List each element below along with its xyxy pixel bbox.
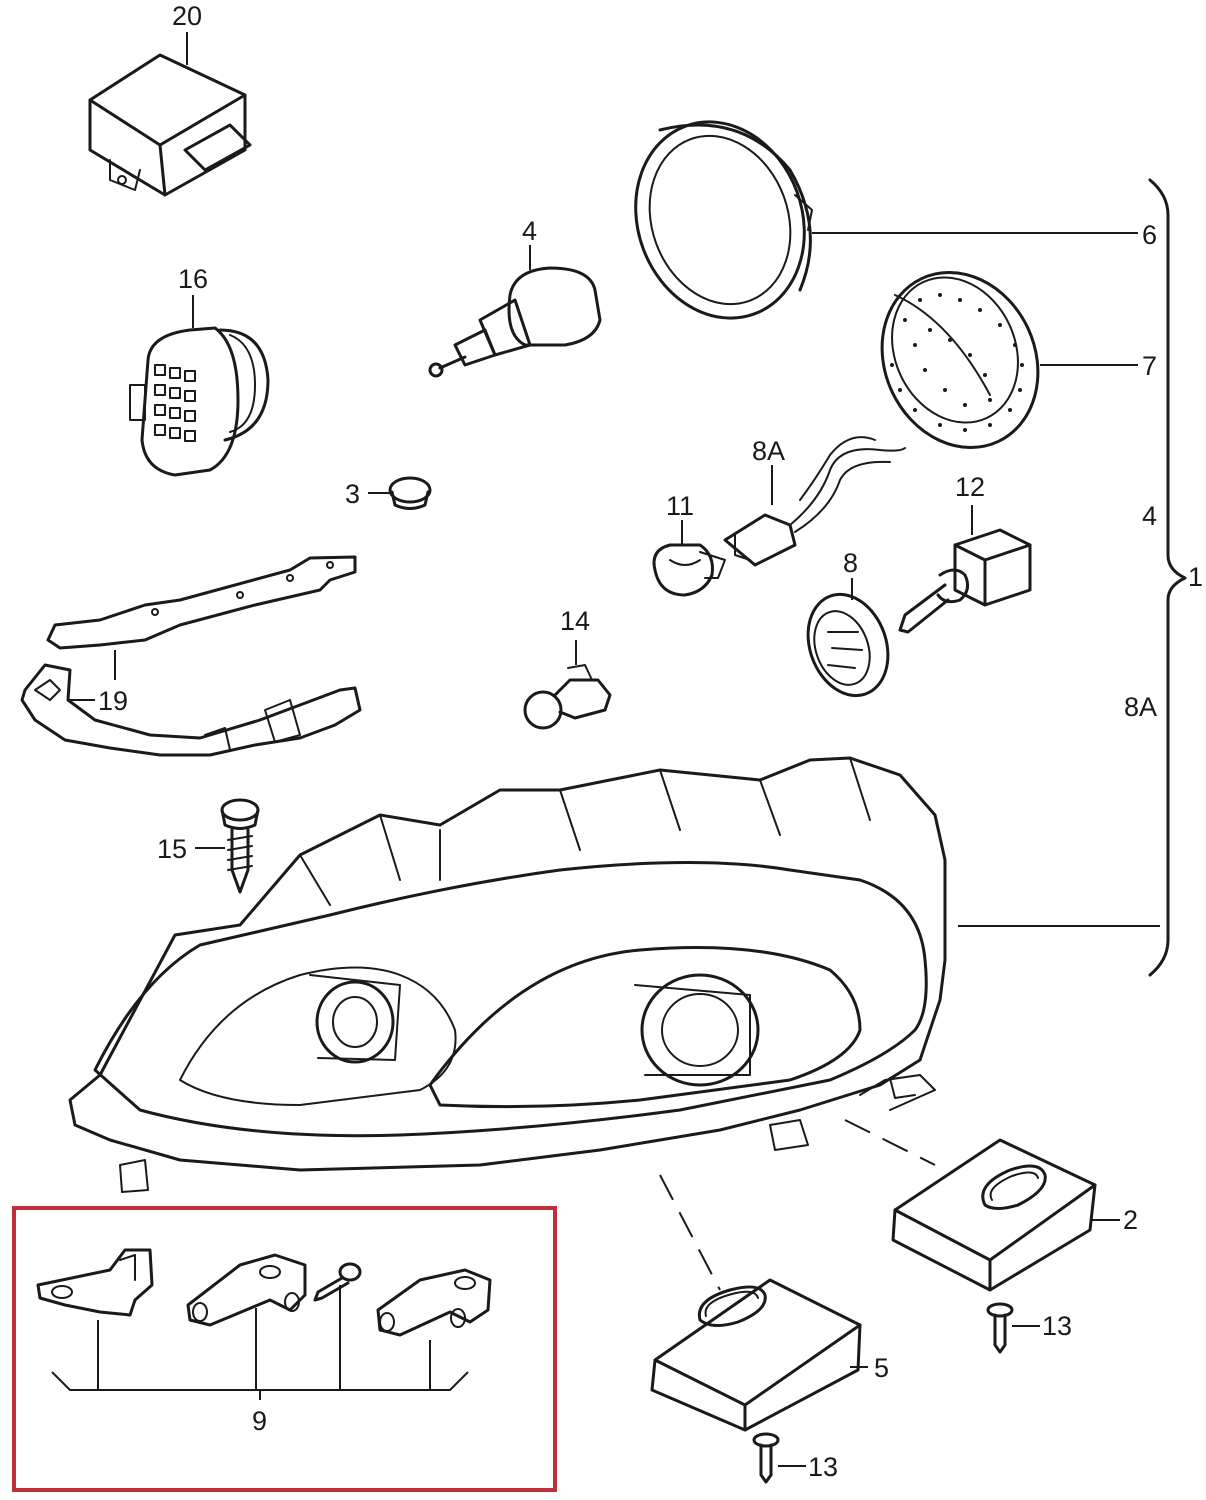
part-4-bulb [428, 245, 602, 378]
label-16: 16 [178, 264, 208, 294]
part-3-plug [368, 476, 432, 510]
label-4: 4 [522, 216, 537, 246]
label-20: 20 [172, 1, 202, 31]
label-4-side: 4 [1142, 501, 1157, 531]
part-8a-harness [723, 436, 906, 567]
part-14-bulb [523, 640, 612, 730]
part-2-ballast [891, 1138, 1120, 1354]
label-1: 1 [1188, 562, 1203, 592]
part-16-connector [129, 295, 270, 477]
part-9-screw [313, 1262, 362, 1302]
label-8a-top: 8A [752, 436, 785, 466]
label-19: 19 [98, 686, 128, 716]
dashed-leaders [659, 1119, 936, 1291]
part-7-dotted-ring [880, 270, 1138, 450]
part-11-wedge-bulb [652, 520, 726, 597]
part-9-bracket-b [186, 1253, 307, 1327]
label-11: 11 [666, 491, 694, 521]
headlight-housing [68, 756, 947, 1193]
label-9: 9 [252, 1406, 267, 1436]
label-6: 6 [1142, 220, 1157, 250]
label-7: 7 [1142, 351, 1157, 381]
part-15-screw [195, 798, 260, 894]
part-19-brackets [20, 555, 362, 757]
label-5: 5 [874, 1353, 889, 1383]
part-8-retaining-ring [806, 578, 890, 698]
label-14: 14 [560, 606, 590, 636]
group-bracket-1 [958, 178, 1187, 977]
part-labels: 20 16 4 6 7 3 8A 11 12 4 1 8 19 14 8A 15… [98, 1, 1203, 1482]
label-2: 2 [1123, 1205, 1138, 1235]
label-13-lower: 13 [808, 1452, 838, 1482]
label-8: 8 [843, 548, 858, 578]
part-6-ring [634, 120, 1138, 320]
label-12: 12 [955, 472, 985, 502]
part-5-ballast [650, 1278, 868, 1484]
label-13-upper: 13 [1042, 1311, 1072, 1341]
part-9-group-bracket [51, 1285, 469, 1400]
label-15: 15 [157, 834, 187, 864]
part-20-control-module [88, 32, 252, 197]
part-9-highlight-box [12, 1206, 557, 1492]
part-9-bracket-c [376, 1268, 492, 1337]
part-12-xenon-bulb [898, 505, 1032, 634]
label-3: 3 [345, 479, 360, 509]
label-8a-side: 8A [1124, 692, 1157, 722]
part-9-bracket-a [36, 1248, 154, 1317]
